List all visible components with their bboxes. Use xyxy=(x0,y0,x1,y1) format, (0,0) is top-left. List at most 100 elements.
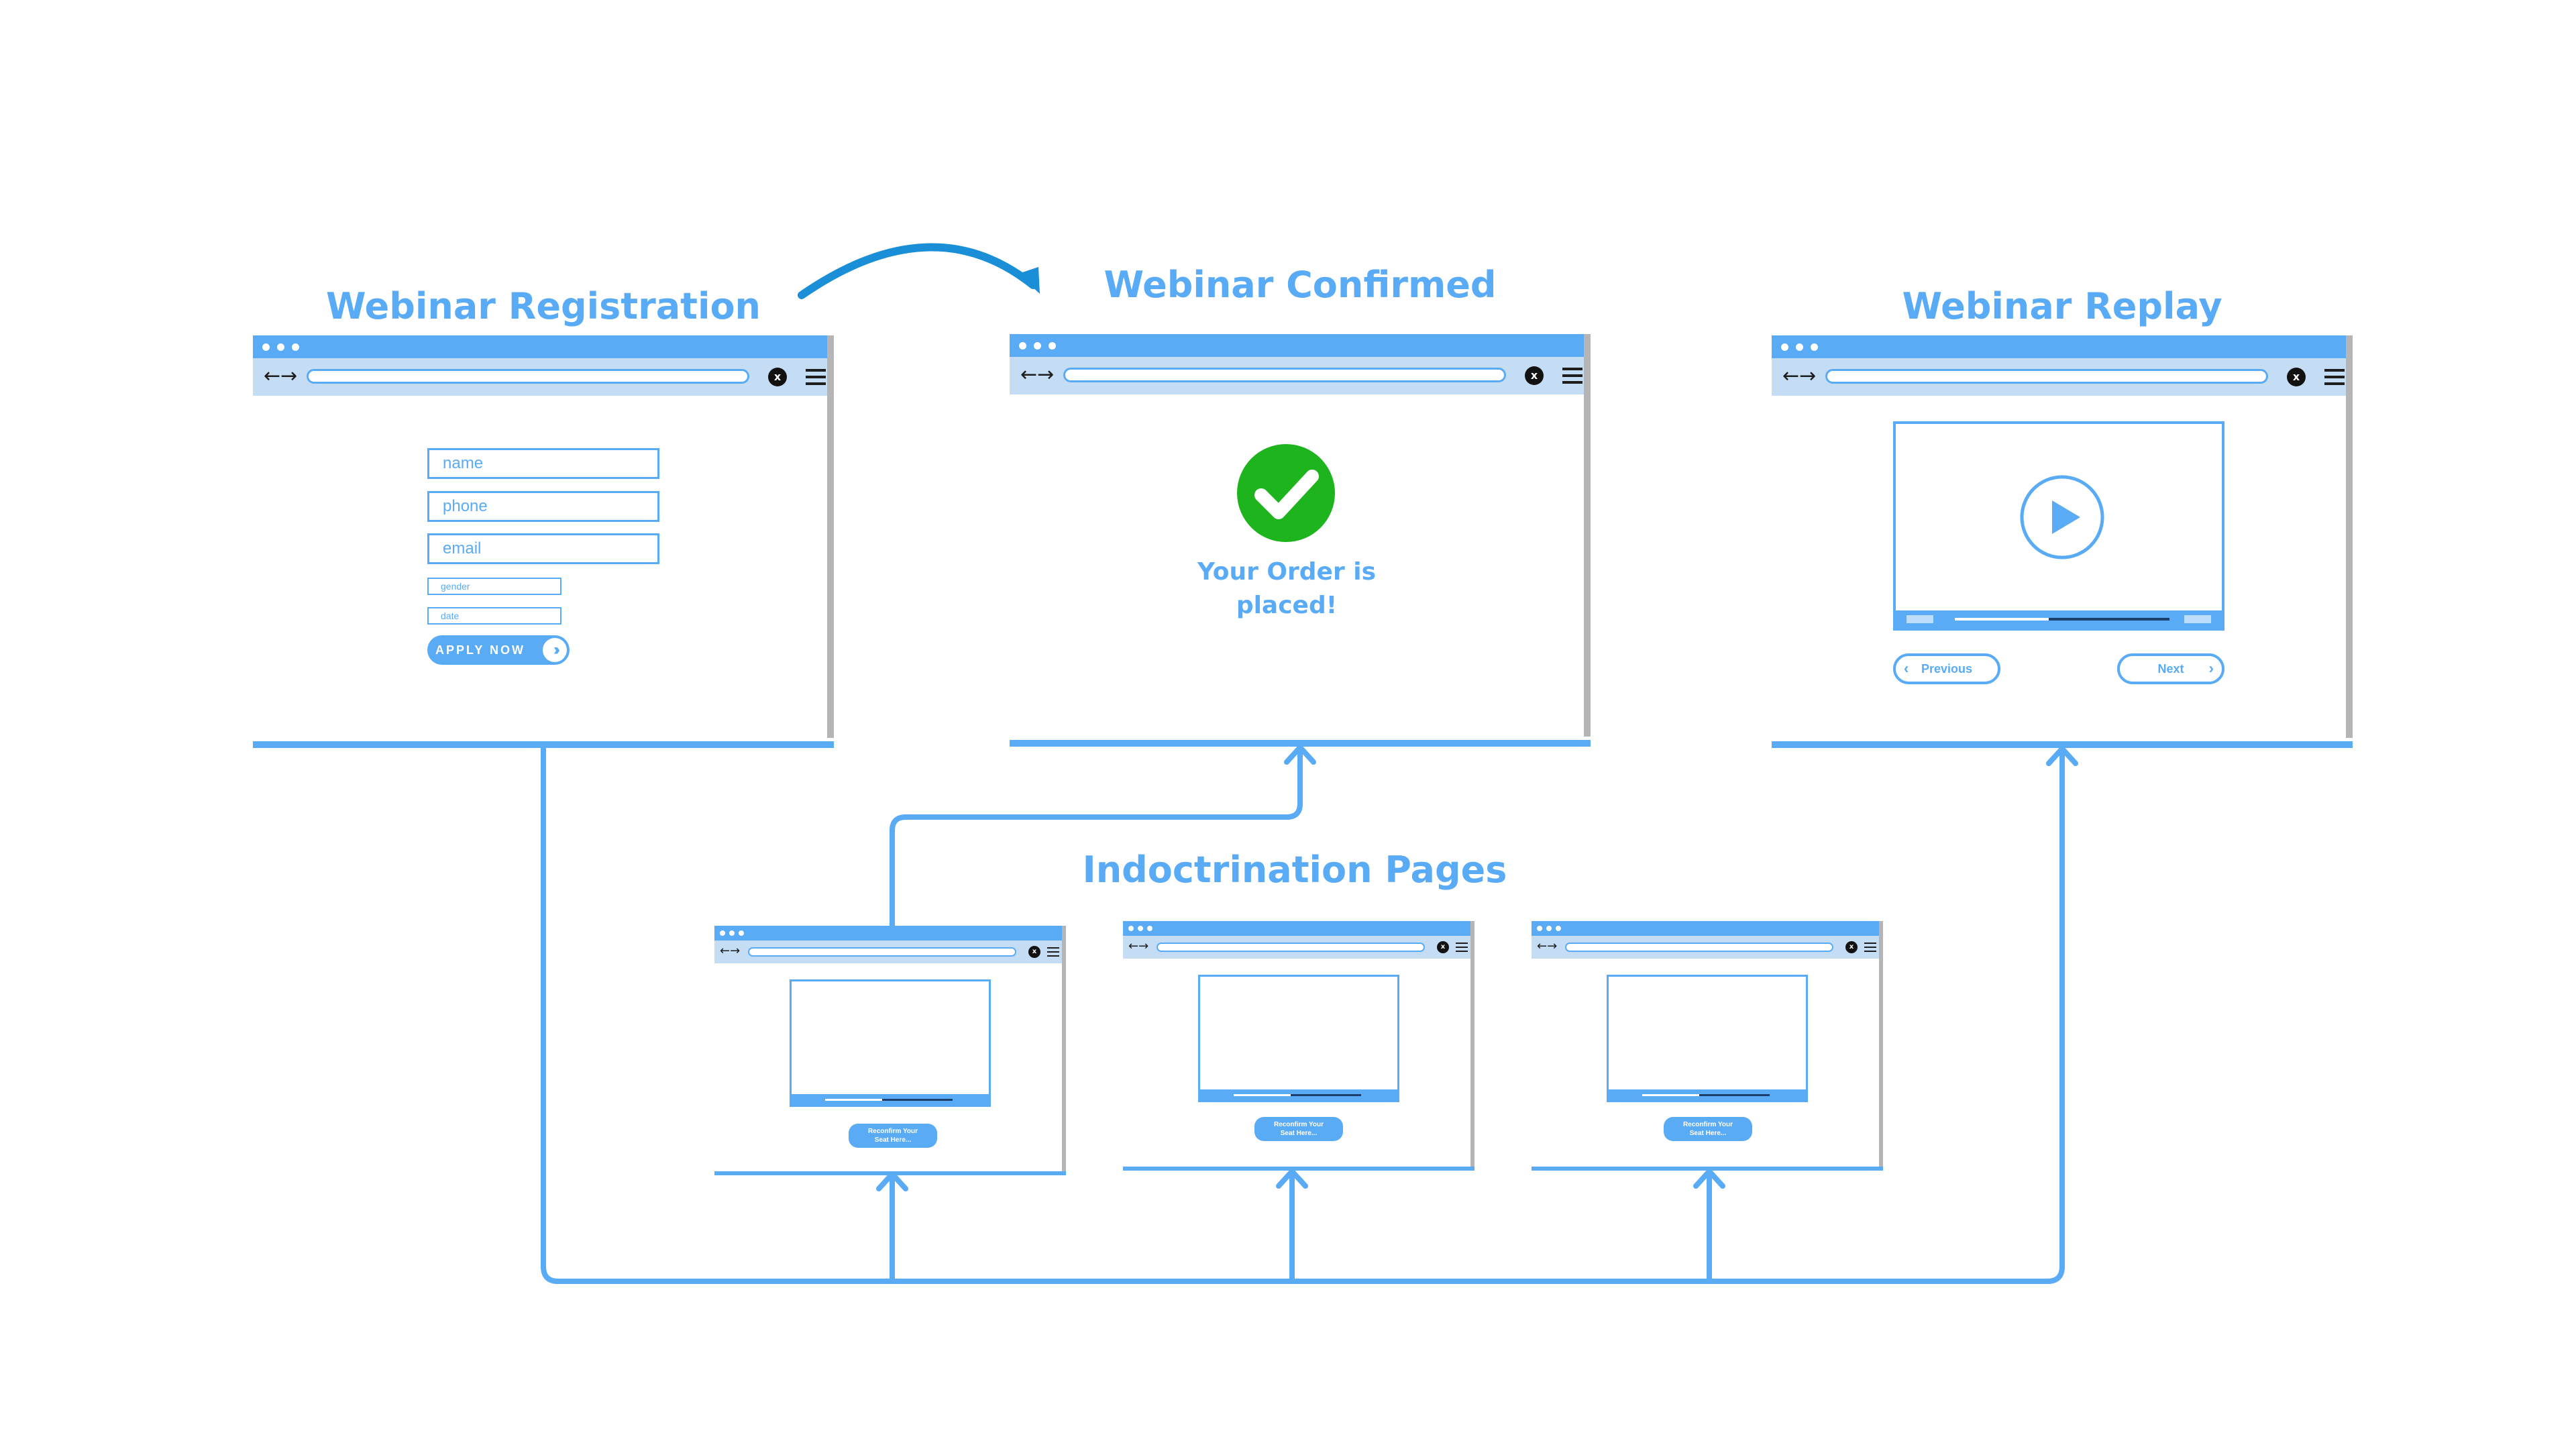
close-icon[interactable]: x xyxy=(768,368,787,386)
video-controls[interactable] xyxy=(1200,1089,1397,1100)
arrowhead-indoc-2 xyxy=(1276,1169,1308,1189)
video-player[interactable] xyxy=(1607,975,1808,1102)
scrollbar[interactable] xyxy=(1470,921,1474,1168)
phone-field[interactable]: phone xyxy=(427,491,659,522)
title-bar xyxy=(253,335,834,358)
close-icon[interactable]: x xyxy=(2287,368,2306,386)
back-forward-icon[interactable]: ←→ xyxy=(1020,363,1055,386)
reconfirm-seat-button[interactable]: Reconfirm Your Seat Here... xyxy=(1254,1117,1343,1141)
window-bottom-bar xyxy=(1532,1167,1883,1171)
previous-button[interactable]: ‹ Previous xyxy=(1893,653,2000,684)
order-message-line2: placed! xyxy=(1236,592,1338,620)
menu-icon[interactable] xyxy=(2324,369,2345,385)
window-dot xyxy=(1556,926,1561,931)
window-dot xyxy=(1546,926,1552,931)
window-bottom-bar xyxy=(1123,1167,1474,1171)
back-forward-icon[interactable]: ←→ xyxy=(1782,364,1817,388)
video-progress-fill xyxy=(1291,1094,1361,1096)
address-bar[interactable] xyxy=(1565,943,1833,952)
order-message-line1: Your Order is xyxy=(1197,558,1376,586)
video-progress-fill xyxy=(1699,1094,1770,1096)
nav-bar: ←→ x xyxy=(253,358,834,396)
menu-icon[interactable] xyxy=(806,369,826,385)
menu-icon[interactable] xyxy=(1562,368,1582,384)
arrowhead-indoc-3 xyxy=(1693,1169,1725,1189)
close-icon[interactable]: x xyxy=(1437,941,1449,953)
reconfirm-seat-button[interactable]: Reconfirm Your Seat Here... xyxy=(849,1124,937,1148)
video-progress-fill xyxy=(882,1099,953,1101)
gender-field[interactable]: gender xyxy=(427,578,561,595)
replay-window: ←→ x ‹ Previous Next › xyxy=(1772,335,2353,748)
date-placeholder: date xyxy=(441,610,460,621)
title-webinar-confirmed: Webinar Confirmed xyxy=(1104,264,1497,306)
scrollbar[interactable] xyxy=(2346,335,2353,738)
playback-buttons[interactable] xyxy=(1907,615,1933,623)
reconfirm-line1: Reconfirm Your xyxy=(1682,1121,1733,1128)
title-bar xyxy=(1010,334,1591,357)
address-bar[interactable] xyxy=(1825,369,2268,384)
menu-icon[interactable] xyxy=(1864,943,1876,952)
date-field[interactable]: date xyxy=(427,607,561,625)
title-webinar-registration: Webinar Registration xyxy=(326,285,761,327)
video-controls[interactable] xyxy=(1609,1089,1806,1100)
menu-icon[interactable] xyxy=(1456,943,1468,952)
window-dot xyxy=(1138,926,1143,931)
video-controls[interactable] xyxy=(1896,610,2222,628)
menu-icon[interactable] xyxy=(1047,947,1059,957)
reconfirm-line2: Seat Here... xyxy=(1280,1130,1318,1137)
reconfirm-line1: Reconfirm Your xyxy=(867,1128,918,1135)
volume-fullscreen-buttons[interactable] xyxy=(2184,615,2211,623)
scrollbar[interactable] xyxy=(827,335,834,738)
name-field[interactable]: name xyxy=(427,448,659,479)
video-player[interactable] xyxy=(1198,975,1399,1102)
nav-bar: ←→ x xyxy=(1123,936,1474,959)
title-webinar-replay: Webinar Replay xyxy=(1902,285,2222,327)
scrollbar[interactable] xyxy=(1879,921,1883,1168)
check-icon xyxy=(1237,444,1335,542)
email-placeholder: email xyxy=(443,539,482,557)
address-bar[interactable] xyxy=(1157,943,1425,952)
email-field[interactable]: email xyxy=(427,533,659,564)
window-dot xyxy=(262,343,270,351)
next-label: Next xyxy=(2157,661,2184,676)
confirmed-window: ←→ x Your Order is placed! xyxy=(1010,334,1591,747)
video-player[interactable] xyxy=(790,979,991,1107)
window-dot xyxy=(729,930,735,936)
window-bottom-bar xyxy=(1010,740,1591,747)
indoctrination-window-1: ←→ x Reconfirm Your Seat Here... xyxy=(714,926,1066,1175)
scrollbar[interactable] xyxy=(1062,926,1066,1173)
back-forward-icon[interactable]: ←→ xyxy=(720,944,741,958)
close-icon[interactable]: x xyxy=(1845,941,1858,953)
close-icon[interactable]: x xyxy=(1028,946,1040,958)
window-dot xyxy=(1781,343,1788,351)
title-bar xyxy=(1532,921,1883,936)
address-bar[interactable] xyxy=(748,947,1016,957)
address-bar[interactable] xyxy=(307,369,749,384)
next-button[interactable]: Next › xyxy=(2117,653,2224,684)
chevron-right-icon: › xyxy=(2208,659,2214,677)
window-bottom-bar xyxy=(714,1171,1066,1175)
apply-now-button[interactable]: APPLY NOW ›› xyxy=(427,635,570,665)
reconfirm-line2: Seat Here... xyxy=(1689,1130,1727,1137)
chevron-left-icon: ‹ xyxy=(1904,659,1909,677)
reconfirm-seat-button[interactable]: Reconfirm Your Seat Here... xyxy=(1664,1117,1752,1141)
window-bottom-bar xyxy=(253,741,834,748)
address-bar[interactable] xyxy=(1063,368,1506,382)
back-forward-icon[interactable]: ←→ xyxy=(1537,939,1558,953)
reconfirm-line1: Reconfirm Your xyxy=(1273,1121,1324,1128)
window-dot xyxy=(1537,926,1542,931)
phone-placeholder: phone xyxy=(443,497,488,515)
window-dot xyxy=(1147,926,1152,931)
window-dot xyxy=(739,930,744,936)
window-dot xyxy=(720,930,725,936)
scrollbar[interactable] xyxy=(1584,334,1591,737)
play-icon[interactable] xyxy=(2019,474,2106,561)
close-icon[interactable]: x xyxy=(1525,366,1544,385)
window-dot xyxy=(1796,343,1803,351)
window-dot xyxy=(292,343,299,351)
back-forward-icon[interactable]: ←→ xyxy=(1128,939,1149,953)
video-player[interactable] xyxy=(1893,421,2224,631)
back-forward-icon[interactable]: ←→ xyxy=(264,364,298,388)
video-controls[interactable] xyxy=(792,1094,989,1105)
